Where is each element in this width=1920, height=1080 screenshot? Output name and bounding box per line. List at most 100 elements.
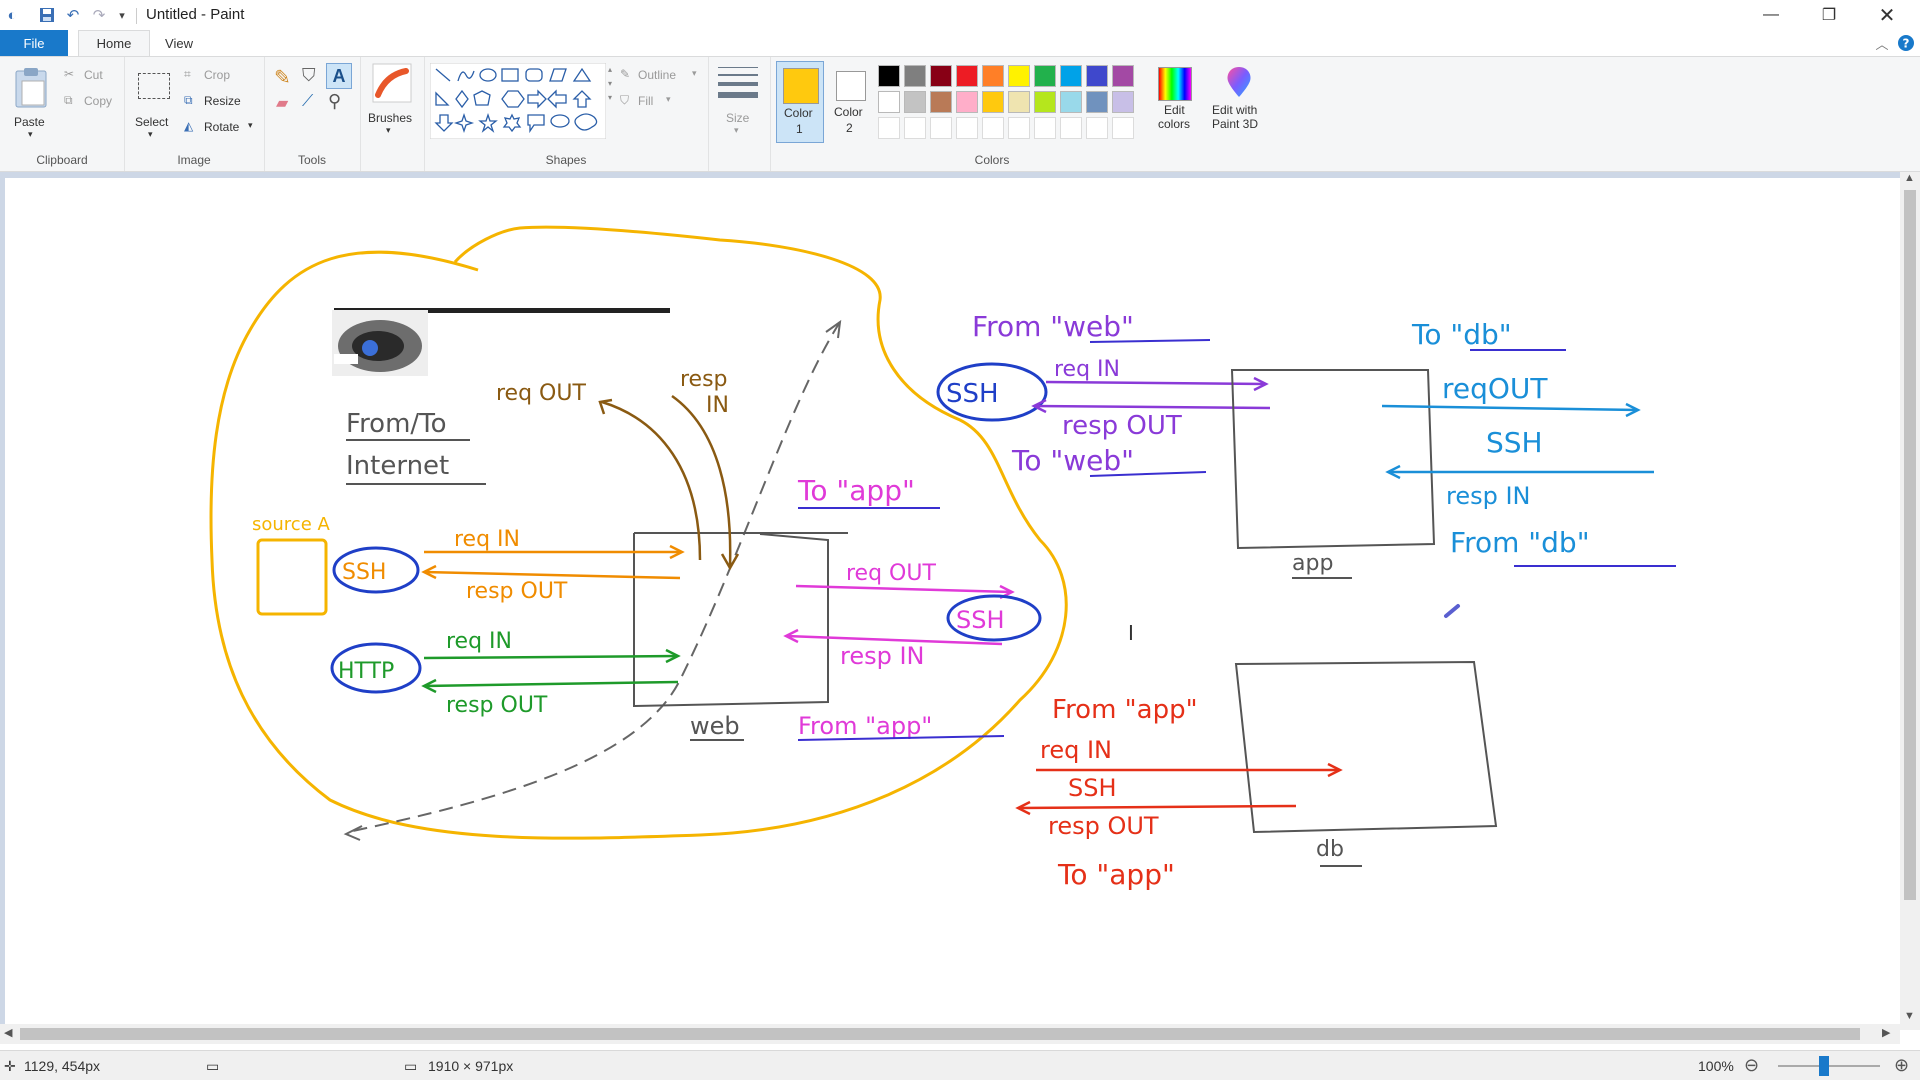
size-dropdown-icon[interactable]: ▾	[734, 125, 739, 135]
pencil-icon[interactable]: ✎	[274, 67, 291, 89]
tab-home[interactable]: Home	[78, 30, 150, 56]
color1-label-line2: 1	[796, 122, 803, 136]
palette-swatch[interactable]	[1008, 65, 1030, 87]
outline-button[interactable]: Outline	[638, 68, 677, 82]
rotate-button[interactable]: Rotate	[204, 120, 240, 134]
zoom-in-button[interactable]: ⊕	[1894, 1055, 1910, 1075]
magenta-req-out-label: req OUT	[846, 561, 936, 586]
tab-view[interactable]: View	[165, 35, 193, 51]
text-cursor-icon: I	[1128, 621, 1134, 645]
palette-swatch[interactable]	[1086, 65, 1108, 87]
palette-swatch[interactable]	[982, 65, 1004, 87]
scroll-down-icon[interactable]: ▼	[1904, 1010, 1915, 1022]
color2-button[interactable]: Color 2	[828, 61, 872, 143]
color1-button[interactable]: Color 1	[776, 61, 824, 143]
restore-button[interactable]: ❐	[1821, 7, 1837, 24]
dashed-return-arrow	[347, 321, 841, 833]
text-tool-icon[interactable]: A	[326, 63, 352, 89]
rotate-dropdown-icon[interactable]: ▾	[248, 120, 253, 130]
paint-app-icon[interactable]: ◐	[7, 6, 17, 24]
minimize-button[interactable]: —	[1763, 6, 1779, 23]
orange-resp-out-arrowhead	[421, 564, 437, 580]
vertical-scrollbar[interactable]: ▲ ▼	[1900, 172, 1920, 1030]
tab-file[interactable]: File	[0, 30, 68, 56]
blue-resp-in-label: resp IN	[1446, 482, 1531, 510]
collapse-ribbon-icon[interactable]: ︿	[1875, 36, 1889, 52]
undo-icon[interactable]: ↶	[66, 7, 80, 24]
cut-button[interactable]: Cut	[84, 68, 103, 82]
magenta-from-app-label: From "app"	[798, 712, 932, 740]
resize-button[interactable]: Resize	[204, 94, 241, 108]
ssh-bubble-web-app	[946, 594, 1042, 642]
palette-swatch[interactable]	[1112, 65, 1134, 87]
palette-swatch[interactable]	[1086, 117, 1108, 139]
brushes-dropdown-icon[interactable]: ▾	[386, 125, 391, 135]
outline-dropdown-icon[interactable]: ▾	[692, 68, 697, 78]
horizontal-scrollbar[interactable]: ◀ ▶	[0, 1024, 1900, 1044]
select-button[interactable]: Select ▾	[132, 63, 172, 143]
palette-swatch[interactable]	[956, 91, 978, 113]
magnifier-icon[interactable]: ⚲	[328, 91, 342, 111]
palette-swatch[interactable]	[1034, 91, 1056, 113]
zoom-slider-thumb[interactable]	[1819, 1056, 1830, 1076]
palette-swatch[interactable]	[1112, 91, 1134, 113]
palette-swatch[interactable]	[1060, 65, 1082, 87]
palette-swatch[interactable]	[1034, 117, 1056, 139]
palette-swatch[interactable]	[1060, 91, 1082, 113]
vertical-scroll-thumb[interactable]	[1904, 190, 1916, 900]
shapes-scroll-icon[interactable]: ▴▾▾	[608, 65, 613, 102]
palette-swatch[interactable]	[956, 117, 978, 139]
customize-toolbar-icon[interactable]: ▾	[119, 9, 125, 22]
palette-swatch[interactable]	[904, 91, 926, 113]
color1-label-line1: Color	[784, 106, 813, 120]
purple-to-web-label: To "web"	[1011, 444, 1134, 477]
palette-swatch[interactable]	[1060, 117, 1082, 139]
palette-swatch[interactable]	[1034, 65, 1056, 87]
dashed-arrowhead-bottom	[343, 825, 363, 841]
ssh-internet-label: SSH	[342, 560, 386, 585]
shapes-gallery[interactable]	[430, 63, 606, 139]
redo-icon[interactable]: ↷	[92, 7, 106, 24]
green-resp-out-label: resp OUT	[446, 693, 548, 718]
palette-swatch[interactable]	[1112, 117, 1134, 139]
horizontal-scroll-thumb[interactable]	[20, 1028, 1860, 1040]
fill-button[interactable]: Fill	[638, 94, 654, 108]
palette-swatch[interactable]	[878, 117, 900, 139]
palette-swatch[interactable]	[930, 65, 952, 87]
palette-swatch[interactable]	[1008, 91, 1030, 113]
edit-colors-button[interactable]: Edit colors	[1150, 63, 1200, 143]
fill-bucket-icon[interactable]: ⛉	[302, 65, 316, 85]
palette-swatch[interactable]	[930, 117, 952, 139]
paste-button[interactable]: Paste ▾	[8, 63, 54, 143]
palette-swatch[interactable]	[982, 91, 1004, 113]
close-button[interactable]: ✕	[1878, 4, 1896, 27]
edit-with-paint3d-button[interactable]: Edit with Paint 3D	[1208, 63, 1270, 143]
scroll-up-icon[interactable]: ▲	[1904, 172, 1915, 184]
scroll-right-icon[interactable]: ▶	[1882, 1027, 1891, 1039]
scroll-left-icon[interactable]: ◀	[4, 1027, 13, 1039]
size-group[interactable]: Size ▾	[708, 57, 771, 171]
palette-swatch[interactable]	[982, 117, 1004, 139]
palette-swatch[interactable]	[1086, 91, 1108, 113]
crop-button[interactable]: Crop	[204, 68, 231, 82]
palette-swatch[interactable]	[956, 65, 978, 87]
palette-swatch[interactable]	[1008, 117, 1030, 139]
fill-dropdown-icon[interactable]: ▾	[666, 94, 671, 104]
paste-dropdown-icon[interactable]: ▾	[28, 129, 33, 139]
green-req-in-arrowhead	[665, 648, 681, 664]
brushes-group[interactable]: Brushes ▾	[360, 57, 425, 171]
palette-swatch[interactable]	[930, 91, 952, 113]
zoom-out-button[interactable]: ⊖	[1744, 1055, 1760, 1075]
help-icon[interactable]: ?	[1896, 30, 1916, 56]
pasted-image-bar	[334, 308, 670, 313]
copy-button[interactable]: Copy	[84, 94, 113, 108]
palette-swatch[interactable]	[904, 65, 926, 87]
palette-swatch[interactable]	[904, 117, 926, 139]
drawing-canvas[interactable]: source A From/To Internet web SSH req IN	[5, 178, 1900, 1030]
color-picker-icon[interactable]: ⟋	[302, 93, 314, 110]
save-icon[interactable]	[36, 4, 58, 26]
select-dropdown-icon[interactable]: ▾	[148, 129, 153, 139]
palette-swatch[interactable]	[878, 65, 900, 87]
palette-swatch[interactable]	[878, 91, 900, 113]
eraser-icon[interactable]: ▰	[276, 95, 289, 112]
